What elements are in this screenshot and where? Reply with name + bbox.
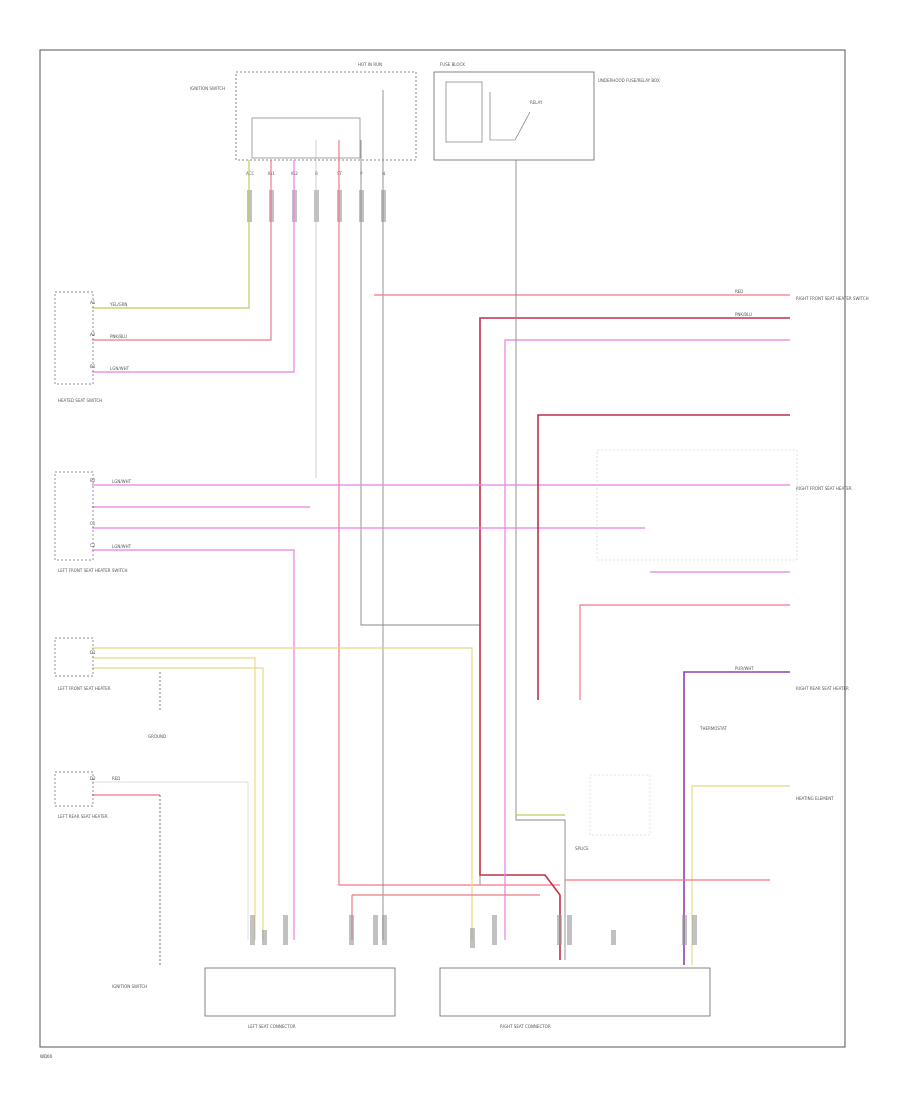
fuse-block-label: FUSE BLOCK (440, 62, 465, 67)
pin-d1: D1 (90, 650, 96, 655)
wire-pink-rear (92, 781, 249, 940)
pin-c1: C1 (90, 521, 96, 526)
splice-label: SPLICE (575, 846, 589, 851)
wire-purple (683, 671, 790, 965)
wire-code-4: LGN/WHT (112, 479, 132, 484)
ground-label: GROUND (148, 734, 166, 739)
pin-a2: A2 (90, 332, 96, 337)
pin-label-st: ST (337, 171, 343, 176)
left-bottom-connector: LEFT SEAT CONNECTOR (204, 967, 396, 1029)
pin-a1: A1 (90, 300, 96, 305)
wire-yellow-right (691, 785, 790, 965)
pin-d2: D2 (90, 776, 96, 781)
diagram-border (39, 49, 846, 1048)
heated-seat-switch-label: HEATED SEAT SWITCH (58, 398, 102, 403)
wire-group-yellow (92, 647, 473, 940)
wire-code-8: PNK/BLU (735, 312, 752, 317)
pin-label-acc: ACC (246, 171, 254, 176)
wire-code-6: RED (112, 776, 120, 781)
right-rear-heater-label: RIGHT REAR SEAT HEATER (796, 686, 849, 691)
footer-code: WD00 (40, 1054, 53, 1059)
pin-label-ig1: IG1 (268, 171, 275, 176)
wire-code-5: LGN/WHT (112, 544, 132, 549)
pin-label-n: N (382, 171, 385, 176)
thermostat-label: THERMOSTAT (699, 726, 727, 731)
relay-label: RELAY (530, 100, 543, 105)
bottom-ignition-label: IGNITION SWITCH (112, 984, 147, 989)
right-bottom-connector: RIGHT SEAT CONNECTOR (439, 967, 711, 1029)
pin-c2: C2 (90, 543, 96, 548)
wire-code-9: PUR/WHT (735, 666, 754, 671)
pin-b2: B2 (90, 478, 96, 483)
wire-group-left (92, 90, 560, 940)
hot-in-run-label: HOT IN RUN (358, 62, 382, 67)
right-connector-label: RIGHT SEAT CONNECTOR (500, 1024, 551, 1029)
wire-darkred-mid (537, 414, 790, 700)
wire-darkred (479, 317, 790, 960)
ignition-switch-label: IGNITION SWITCH (190, 86, 225, 91)
left-front-heater-box: LEFT FRONT SEAT HEATER (54, 637, 111, 691)
pin-label-b: B (315, 171, 318, 176)
left-front-heater-label: LEFT FRONT SEAT HEATER (58, 686, 111, 691)
heated-seat-switch-box: HEATED SEAT SWITCH (54, 291, 102, 403)
wire-pink-mid (579, 604, 790, 700)
wire-magenta-right (504, 339, 790, 940)
left-connector-label: LEFT SEAT CONNECTOR (248, 1024, 296, 1029)
pin-label-ig2: IG2 (291, 171, 298, 176)
right-front-switch-label: RIGHT FRONT SEAT HEATER SWITCH (796, 296, 869, 301)
bottom-pin-blocks (250, 915, 697, 948)
pin-label-p: P (360, 171, 363, 176)
wire-code-1: YEL/GRN (109, 302, 127, 307)
heating-element-label: HEATING ELEMENT (796, 796, 834, 801)
left-front-switch-box: LEFT FRONT SEAT HEATER SWITCH (54, 471, 128, 573)
underhood-box-label: UNDERHOOD FUSE/RELAY BOX (598, 78, 660, 83)
ignition-switch-box: IGNITION SWITCH HOT IN RUN (190, 62, 417, 161)
wire-group-left-switch (92, 484, 790, 940)
ground-symbol: GROUND (148, 734, 166, 739)
left-rear-heater-label: LEFT REAR SEAT HEATER (58, 814, 108, 819)
pin-b1: B1 (90, 364, 96, 369)
right-side-labels: RIGHT FRONT SEAT HEATER SWITCH RIGHT FRO… (575, 296, 869, 851)
wire-code-2: PNK/BLU (110, 334, 127, 339)
wire-code-7: RED (735, 289, 743, 294)
thermostat-outline (589, 774, 651, 836)
right-heater-outline (596, 449, 798, 561)
wire-code-3: LGN/WHT (110, 366, 130, 371)
relay-box: FUSE BLOCK RELAY UNDERHOOD FUSE/RELAY BO… (433, 62, 660, 161)
left-front-switch-label: LEFT FRONT SEAT HEATER SWITCH (58, 568, 128, 573)
wire-gray-relay (515, 160, 566, 960)
left-rear-heater-box: LEFT REAR SEAT HEATER (54, 771, 108, 819)
right-front-heater-label: RIGHT FRONT SEAT HEATER (796, 486, 852, 491)
